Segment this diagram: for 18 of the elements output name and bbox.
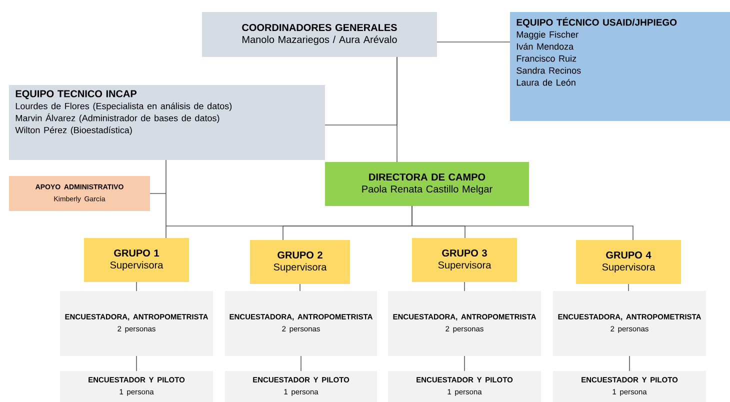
connector-line [324, 56, 398, 126]
connector-line [464, 282, 465, 292]
group-box: GRUPO 3 Supervisora [412, 238, 517, 282]
connector-line [629, 356, 630, 372]
connector-line [412, 206, 634, 240]
connector-line [136, 356, 137, 372]
director-box: DIRECTORA DE CAMPO Paola Renata Castillo Melgar [325, 162, 529, 206]
group-box: GRUPO 2 Supervisora [250, 240, 350, 284]
coordinator-box: COORDINADORES GENERALES Manolo Mazariegos / Aura Arévalo [202, 12, 437, 57]
connector-line [464, 356, 465, 372]
team-box: EQUIPO TECNICO INCAP Lourdes de Flores (Especialista en análisis de datos) Marvin Álvarez (Administrador de bases de datos) Wilton Pérez (Bioestadística) [9, 85, 325, 160]
team-box: EQUIPO TÉCNICO USAID/JHPIEGO Maggie Fischer Iván Mendoza Francisco Ruiz Sandra Recinos Laura de León [510, 12, 730, 121]
connector-line [136, 282, 137, 292]
connector-line [628, 284, 629, 292]
group-box: GRUPO 4 Supervisora [576, 240, 681, 284]
group-box: GRUPO 1 Supervisora [84, 238, 189, 282]
connector-line [150, 160, 166, 226]
connector-line [300, 356, 302, 372]
